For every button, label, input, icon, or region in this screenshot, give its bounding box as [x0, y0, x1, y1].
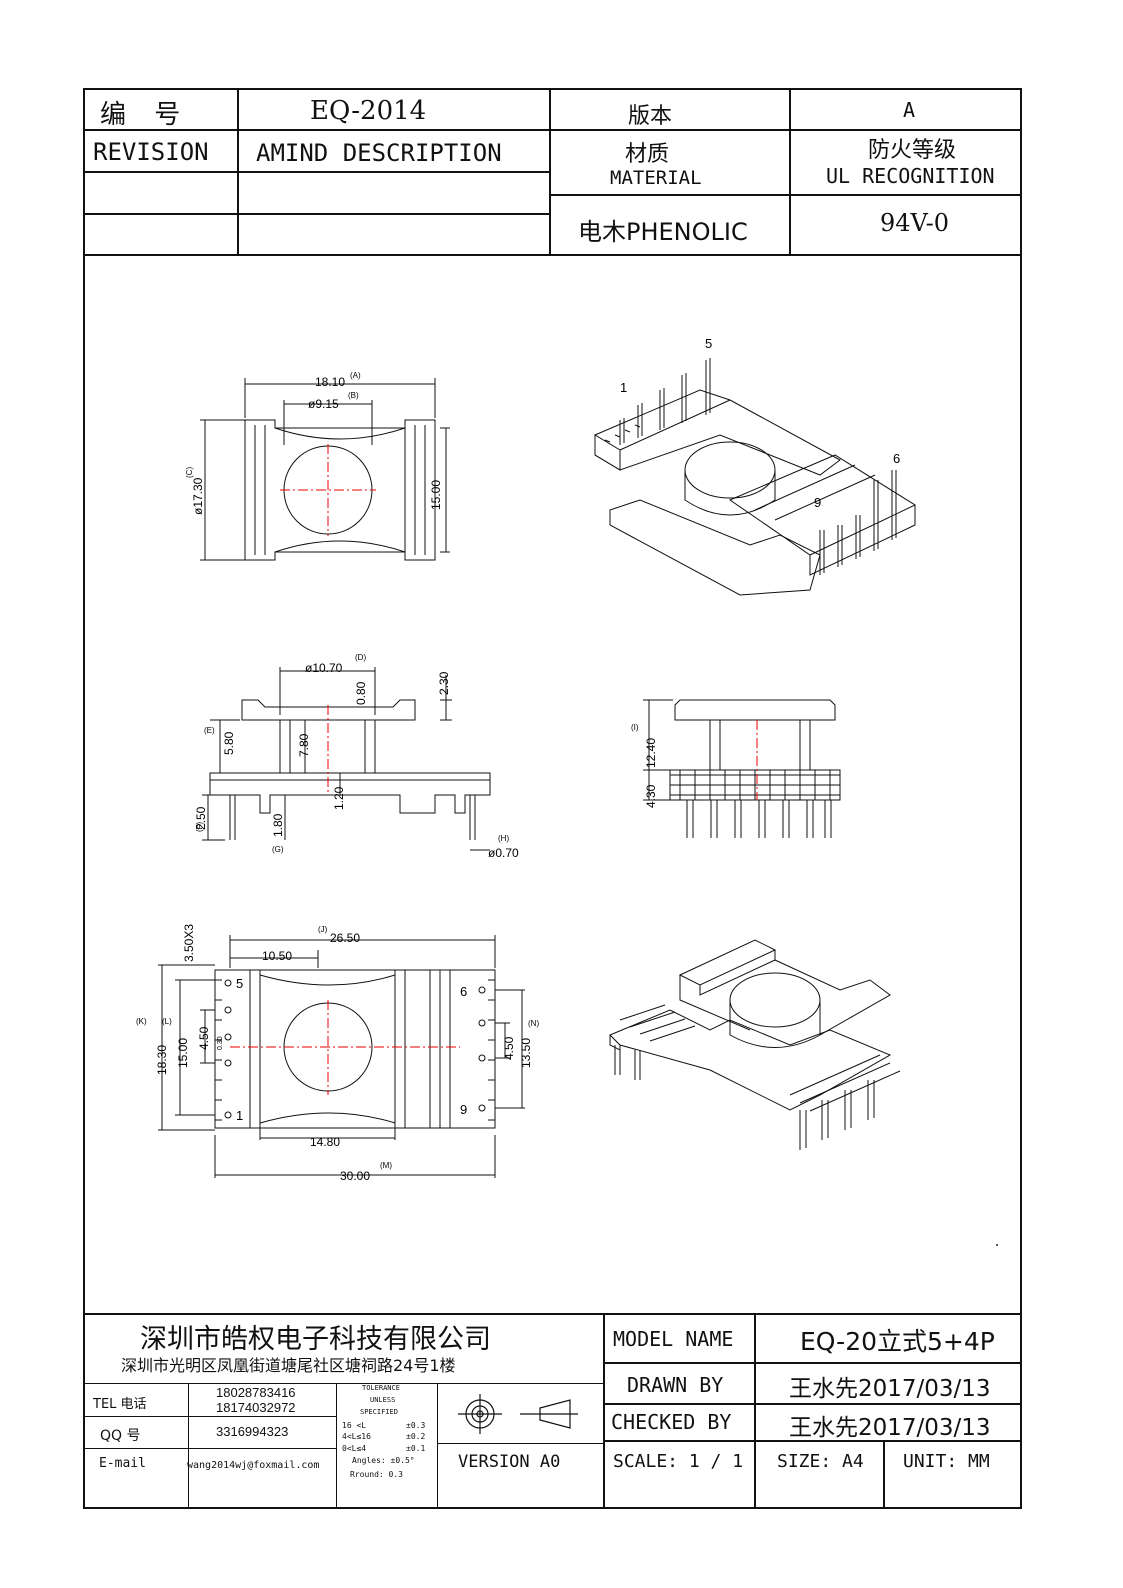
dim-450-right: 4.50	[502, 1036, 516, 1060]
iso-pin-1: 1	[620, 380, 627, 395]
dim-a: 18.10	[315, 375, 345, 389]
code-value: EQ-2014	[310, 96, 427, 126]
tag-j: (J)	[318, 925, 328, 934]
tag-g: (G)	[272, 845, 284, 854]
code-label: 编 号	[100, 100, 191, 130]
dim-d: ø10.70	[305, 661, 343, 675]
scale-label: SCALE: 1 / 1	[613, 1451, 744, 1472]
description-label: AMIND DESCRIPTION	[256, 139, 502, 167]
dim-1480: 14.80	[310, 1135, 340, 1149]
material-label-en: MATERIAL	[610, 167, 702, 189]
front-view-drawing: 12.40 (I) 4.30	[631, 699, 841, 838]
tag-d: (D)	[355, 653, 366, 662]
tolerance-title-3: SPECIFIED	[360, 1408, 398, 1416]
model-name-label: MODEL NAME	[613, 1327, 734, 1351]
tol-row-1-range: 16 <L	[342, 1421, 367, 1430]
tel-1: 18028783416	[216, 1385, 296, 1400]
dim-n: 13.50	[519, 1038, 533, 1068]
dim-l: 15.00	[176, 1038, 190, 1068]
tag-b: (B)	[348, 391, 359, 400]
tag-e: (E)	[204, 726, 215, 735]
drawn-by-label: DRAWN BY	[627, 1373, 724, 1397]
tol-row-1-val: ±0.3	[406, 1421, 426, 1430]
tel-2: 18174032972	[216, 1400, 296, 1415]
tag-a: (A)	[350, 371, 361, 380]
stray-dot	[996, 1244, 998, 1246]
qq-label: QQ 号	[100, 1428, 141, 1444]
size-label: SIZE: A4	[777, 1451, 864, 1472]
revision-label: REVISION	[93, 138, 209, 166]
dim-f: 2.50	[194, 806, 208, 830]
version-text: VERSION A0	[458, 1452, 561, 1472]
iso-pin-6: 6	[893, 451, 900, 466]
dim-height: 15.00	[429, 480, 443, 510]
material-label-cn: 材质	[625, 142, 670, 167]
material-value: 电木PHENOLIC	[578, 218, 748, 246]
tag-n: (N)	[528, 1019, 539, 1028]
iso-view-bottom	[609, 939, 901, 1150]
tag-l: (L)	[162, 1017, 172, 1026]
dim-120: 1.20	[332, 786, 346, 810]
tag-h: (H)	[498, 834, 509, 843]
tol-row-3-range: 0<L≤4	[342, 1444, 367, 1453]
dim-pitch: 3.50X3	[182, 924, 196, 962]
tol-row-3-val: ±0.1	[406, 1444, 426, 1453]
tag-i: (I)	[631, 723, 639, 732]
dim-230: 2.30	[437, 671, 451, 695]
tag-m: (M)	[380, 1161, 392, 1170]
dim-780: 7.80	[297, 733, 311, 757]
iso-pin-9: 9	[814, 495, 821, 510]
side-view-drawing: ø10.70 (D) 0.80 2.30 5.80 (E) 7.80 1.20 …	[194, 653, 519, 860]
fire-rating-value: 94V-0	[880, 209, 950, 237]
tel-label: TEL 电话	[93, 1397, 147, 1412]
fire-rating-label-en: UL RECOGNITION	[826, 164, 995, 188]
dim-b: ø9.15	[308, 397, 339, 411]
dim-c: ø17.30	[191, 477, 205, 515]
bottom-pin-5: 5	[236, 976, 243, 991]
model-name-value: EQ-20立式5+4P	[800, 1327, 995, 1356]
version-value: A	[903, 98, 916, 122]
projection-symbol	[458, 1394, 578, 1434]
drawing-frame	[83, 88, 1022, 1509]
tolerance-title-2: UNLESS	[370, 1396, 396, 1404]
company-name: 深圳市皓权电子科技有限公司	[140, 1324, 491, 1355]
qq-value: 3316994323	[216, 1424, 289, 1439]
bottom-pin-6: 6	[460, 984, 467, 999]
dim-080: 0.80	[354, 681, 368, 705]
version-label: 版本	[628, 104, 673, 129]
tol-row-2-range: 4<L≤16	[342, 1432, 371, 1441]
tag-k: (K)	[136, 1017, 147, 1026]
dim-1050: 10.50	[262, 949, 292, 963]
tolerance-title-1: TOLERANCE	[362, 1384, 400, 1392]
bottom-view-drawing: 26.50 (J) 10.50 3.50X3 18.30 (K) 15.00 (…	[136, 924, 539, 1183]
unit-label: UNIT: MM	[903, 1451, 990, 1472]
tag-f: (F)	[195, 821, 204, 832]
dim-k: 18.30	[155, 1045, 169, 1075]
dim-e: 5.80	[222, 731, 236, 755]
dim-j: 26.50	[330, 931, 360, 945]
email-label: E-mail	[99, 1456, 146, 1471]
fire-rating-label-cn: 防火等级	[868, 138, 957, 163]
tol-angles: Angles: ±0.5°	[352, 1456, 415, 1465]
dim-g: 1.80	[271, 813, 285, 837]
bottom-pin-9: 9	[460, 1102, 467, 1117]
tol-round: Rround: 0.3	[350, 1470, 403, 1479]
top-view-drawing: 18.10 (A) ø9.15 (B) ø17.30 (C) 15.00	[185, 371, 450, 561]
company-address: 深圳市光明区凤凰街道塘尾社区塘祠路24号1楼	[121, 1356, 456, 1375]
iso-view-top: 1 5 6 9	[594, 336, 917, 596]
checked-by-value: 王水先2017/03/13	[789, 1415, 991, 1441]
drawn-by-value: 王水先2017/03/13	[789, 1376, 991, 1402]
dim-450-left: 4.50	[197, 1026, 211, 1050]
bottom-pin-1: 1	[236, 1108, 243, 1123]
tag-c: (C)	[185, 467, 194, 478]
dim-430: 4.30	[644, 784, 658, 808]
dim-i: 12.40	[644, 738, 658, 768]
checked-by-label: CHECKED BY	[611, 1410, 732, 1434]
iso-pin-5: 5	[705, 336, 712, 351]
email-value: wang2014wj@foxmail.com	[187, 1460, 320, 1471]
dim-m: 30.00	[340, 1169, 370, 1183]
dim-030: 0.30	[217, 1036, 224, 1050]
tol-row-2-val: ±0.2	[406, 1432, 426, 1441]
dim-h: ø0.70	[488, 846, 519, 860]
